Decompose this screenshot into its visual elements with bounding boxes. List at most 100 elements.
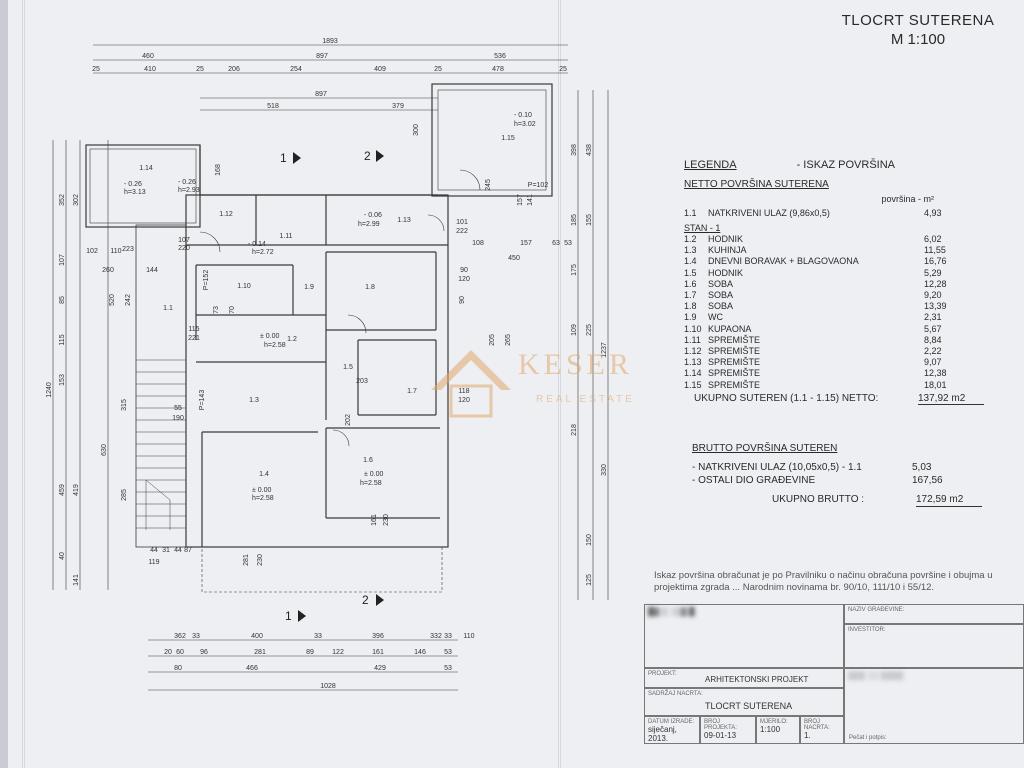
svg-text:90: 90 — [459, 296, 466, 304]
svg-text:1893: 1893 — [322, 38, 338, 45]
svg-text:25: 25 — [196, 66, 204, 73]
svg-text:518: 518 — [267, 103, 279, 110]
svg-text:102: 102 — [86, 248, 98, 255]
svg-text:438: 438 — [586, 144, 593, 156]
svg-text:260: 260 — [102, 267, 114, 274]
svg-text:70: 70 — [229, 306, 236, 314]
svg-text:P=152: P=152 — [203, 270, 210, 291]
svg-text:25: 25 — [559, 66, 567, 73]
room-label: 1.9 — [304, 284, 314, 291]
svg-text:242: 242 — [125, 294, 132, 306]
room-label: 1.15 — [501, 135, 515, 142]
svg-text:230: 230 — [383, 514, 390, 526]
svg-text:302: 302 — [73, 194, 80, 206]
svg-text:110: 110 — [110, 248, 121, 255]
svg-text:- 0.06: - 0.06 — [364, 212, 382, 219]
unit-label: površina - m² — [881, 194, 934, 205]
svg-text:118: 118 — [458, 388, 469, 395]
svg-text:223: 223 — [122, 246, 134, 253]
svg-text:20: 20 — [164, 649, 172, 656]
brutto-title: BRUTTO POVRŠINA SUTEREN — [692, 443, 838, 454]
svg-text:63: 63 — [552, 240, 560, 247]
svg-text:33: 33 — [444, 633, 452, 640]
house-icon — [431, 350, 511, 418]
svg-text:330: 330 — [601, 464, 608, 476]
svg-text:h=3.13: h=3.13 — [124, 189, 146, 196]
svg-text:P=143: P=143 — [199, 390, 206, 411]
svg-text:221: 221 — [188, 335, 200, 342]
svg-text:90: 90 — [460, 267, 468, 274]
svg-text:60: 60 — [176, 649, 184, 656]
svg-text:120: 120 — [458, 276, 470, 283]
broj-nacrta-cell: BROJ NACRTA: 1. — [800, 716, 844, 744]
svg-text:300: 300 — [413, 124, 420, 136]
svg-text:± 0.00: ± 0.00 — [252, 487, 272, 494]
svg-text:410: 410 — [144, 66, 156, 73]
svg-text:153: 153 — [59, 374, 66, 386]
netto-title: NETTO POVRŠINA SUTERENA — [684, 179, 829, 191]
svg-text:107: 107 — [59, 254, 66, 266]
svg-text:101: 101 — [456, 219, 468, 226]
section-mark — [376, 594, 384, 606]
svg-text:245: 245 — [485, 179, 492, 191]
svg-text:466: 466 — [246, 665, 258, 672]
svg-text:96: 96 — [200, 649, 208, 656]
svg-text:222: 222 — [456, 228, 468, 235]
svg-text:109: 109 — [571, 324, 578, 336]
svg-text:230: 230 — [257, 554, 264, 566]
svg-text:155: 155 — [586, 214, 593, 226]
title-scale: M 1:100 — [890, 31, 946, 48]
section-label: 1 — [285, 609, 292, 623]
svg-text:h=2.99: h=2.99 — [358, 221, 380, 228]
svg-text:25: 25 — [92, 66, 100, 73]
area-legend: LEGENDA - ISKAZ POVRŠINA NETTO POVRŠINA … — [684, 159, 984, 406]
svg-text:h=2.72: h=2.72 — [252, 249, 274, 256]
svg-text:157: 157 — [517, 194, 524, 206]
svg-text:379: 379 — [392, 103, 404, 110]
svg-text:53: 53 — [444, 665, 452, 672]
room-label: 1.7 — [407, 388, 417, 395]
paper-fold — [22, 0, 25, 768]
svg-text:1237: 1237 — [601, 342, 608, 358]
svg-text:141: 141 — [73, 574, 80, 586]
netto-total: UKUPNO SUTEREN (1.1 - 1.15) NETTO: 137,9… — [684, 393, 984, 406]
room-label: 1.8 — [365, 284, 375, 291]
staircase — [135, 224, 187, 548]
room-label: 1.1 — [163, 305, 173, 312]
svg-text:125: 125 — [586, 574, 593, 586]
svg-text:281: 281 — [254, 649, 266, 656]
svg-text:203: 203 — [356, 378, 368, 385]
gradjevina-cell: NAZIV GRAĐEVINE: — [844, 604, 1024, 624]
broj-projekta-cell: BROJ PROJEKTA: 09-01-13 — [700, 716, 756, 744]
svg-text:1028: 1028 — [320, 683, 336, 690]
title-stamp: █▓ ▒ ░▒▓ █ NAZIV GRAĐEVINE: INVESTITOR: … — [644, 604, 1024, 764]
svg-text:157: 157 — [520, 240, 532, 247]
svg-text:P=102: P=102 — [528, 182, 549, 189]
brutto-total: UKUPNO BRUTTO : 172,59 m2 — [692, 493, 982, 507]
room-label: 1.13 — [397, 217, 411, 224]
svg-text:281: 281 — [243, 554, 250, 566]
svg-text:h=2.58: h=2.58 — [360, 480, 382, 487]
svg-text:460: 460 — [142, 53, 154, 60]
svg-text:± 0.00: ± 0.00 — [364, 471, 384, 478]
svg-text:409: 409 — [374, 66, 386, 73]
floor-plan: 1.14 1.15 1.12 1.11 1.13 1.10 1.9 1.8 1.… — [46, 38, 609, 691]
section-mark — [293, 152, 301, 164]
svg-text:352: 352 — [59, 194, 66, 206]
svg-text:80: 80 — [174, 665, 182, 672]
svg-text:161: 161 — [371, 514, 378, 526]
svg-text:332: 332 — [430, 633, 442, 640]
room-label: 1.3 — [249, 397, 259, 404]
svg-text:h=2.93: h=2.93 — [178, 187, 200, 194]
watermark-text: KESER — [518, 348, 634, 381]
